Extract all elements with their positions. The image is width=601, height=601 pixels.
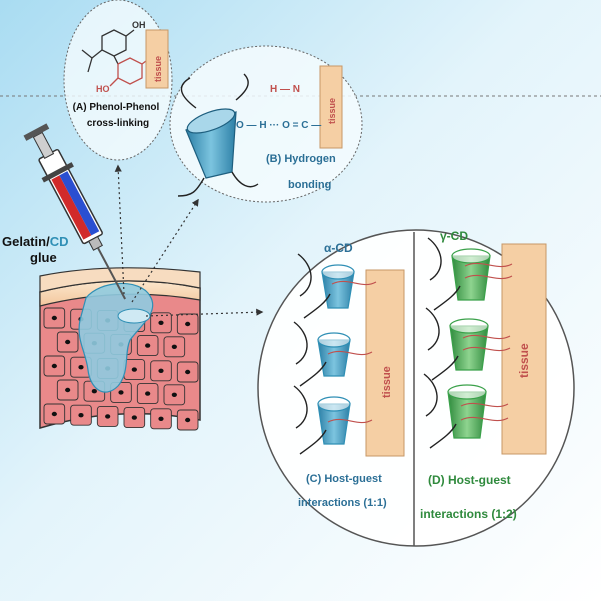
cell-nucleus [52, 412, 57, 416]
tissue-label-c: tissue [381, 366, 393, 398]
phenol-ho: HO [96, 84, 110, 94]
phenol-subtitle: cross-linking [87, 118, 149, 129]
tissue-label-d: tissue [517, 343, 531, 378]
hbond-title: (B) Hydrogen [266, 153, 336, 165]
cell-nucleus [172, 393, 177, 397]
host-guest-d-title: (D) Host-guest [428, 473, 511, 487]
phenol-title: (A) Phenol-Phenol [73, 102, 160, 113]
cell-nucleus [185, 418, 190, 422]
cell-nucleus [158, 321, 163, 325]
cell-nucleus [52, 316, 57, 320]
cell-nucleus [65, 388, 70, 392]
cell-nucleus [118, 390, 123, 394]
cell-nucleus [172, 345, 177, 349]
host-guest-c-title: (C) Host-guest [306, 473, 382, 485]
cell-nucleus [78, 413, 83, 417]
hbond-chain: O — H ··· O = C — [236, 120, 321, 131]
cell-nucleus [52, 364, 57, 368]
phenol-oh-top: OH [132, 20, 146, 30]
tissue-strip-c [366, 270, 404, 456]
tissue-label-b: tissue [327, 98, 337, 124]
cell-nucleus [132, 415, 137, 419]
cell-nucleus [185, 322, 190, 326]
hbond-nh: H — N [270, 84, 300, 95]
cell-nucleus [158, 417, 163, 421]
cell-nucleus [132, 367, 137, 371]
cell-nucleus [158, 369, 163, 373]
alpha-cd-label: α-CD [324, 241, 353, 255]
cell-nucleus [78, 365, 83, 369]
glue-surface [118, 309, 150, 323]
cell-nucleus [65, 340, 70, 344]
glue-label-gelatin: Gelatin/CD [2, 234, 68, 249]
tissue-block [40, 268, 200, 430]
cell-nucleus [92, 389, 97, 393]
cell-nucleus [185, 370, 190, 374]
cell-nucleus [145, 343, 150, 347]
tissue-label-a: tissue [153, 56, 163, 82]
hbond-subtitle: bonding [288, 179, 331, 191]
cell-nucleus [145, 391, 150, 395]
glue-label-cd: CD [50, 234, 69, 249]
cell-nucleus [105, 414, 110, 418]
host-guest-d-subtitle: interactions (1:2) [420, 507, 517, 521]
host-guest-c-subtitle: interactions (1:1) [298, 497, 387, 509]
gamma-cd-label: γ-CD [440, 229, 468, 243]
glue-label-word: glue [30, 250, 57, 265]
